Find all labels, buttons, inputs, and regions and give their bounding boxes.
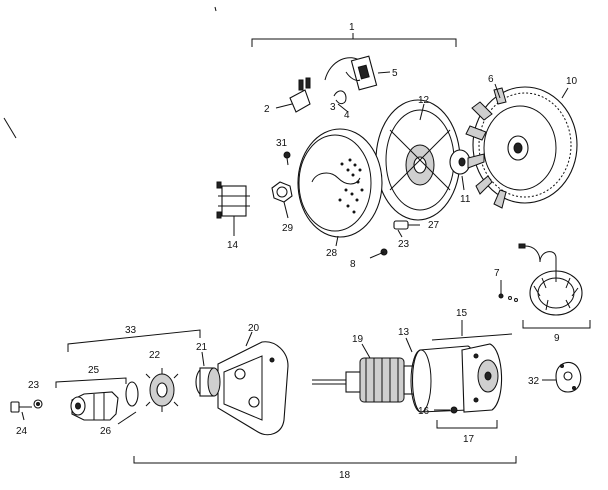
bracket-25	[55, 377, 127, 388]
callout-1: 1	[349, 22, 355, 33]
callout-28: 28	[326, 248, 338, 259]
callout-2: 2	[264, 104, 270, 115]
callout-25: 25	[88, 365, 100, 376]
callout-17: 17	[463, 434, 475, 445]
part-22-pinion-gear	[145, 368, 179, 412]
leader-19	[361, 343, 371, 359]
callout-20: 20	[248, 323, 260, 334]
part-27-fitting	[393, 220, 420, 230]
callout-3: 3	[330, 102, 336, 113]
callout-14: 14	[227, 240, 239, 251]
callout-8: 8	[350, 259, 356, 270]
bracket-17	[436, 420, 498, 429]
callout-4: 4	[344, 110, 350, 121]
part-23-lower-washer	[33, 399, 43, 409]
callout-24: 24	[16, 426, 28, 437]
part-12-housing	[375, 99, 461, 221]
callout-9: 9	[554, 333, 560, 344]
callout-15: 15	[456, 308, 468, 319]
callout-18: 18	[339, 470, 351, 481]
stray-mark	[214, 6, 217, 12]
callout-12: 12	[418, 95, 430, 106]
part-28-cover-plate	[297, 128, 383, 238]
callout-19: 19	[352, 334, 364, 345]
leader-10	[561, 87, 569, 99]
callout-32: 32	[528, 376, 540, 387]
part-25-clutch	[70, 391, 119, 421]
bracket-33	[67, 329, 201, 352]
bracket-18	[133, 456, 517, 464]
leader-5	[377, 71, 391, 74]
bracket-9	[522, 320, 591, 329]
part-7-screw	[498, 280, 518, 302]
callout-22: 22	[149, 350, 161, 361]
part-16-screw	[434, 406, 458, 414]
part-8-screw	[369, 248, 388, 259]
callout-13: 13	[398, 327, 410, 338]
callout-27: 27	[428, 220, 440, 231]
part-20-drive-housing	[217, 341, 289, 436]
part-5-brush-assembly	[324, 55, 378, 91]
part-15-through-bolt	[431, 333, 513, 341]
group-bracket-1	[251, 38, 457, 47]
leader-6	[494, 83, 501, 99]
callout-23-lower: 23	[28, 380, 40, 391]
callout-7: 7	[494, 268, 500, 279]
part-31-screw	[283, 151, 291, 166]
callout-31: 31	[276, 138, 288, 149]
part-11-collar	[449, 149, 471, 175]
callout-10: 10	[566, 76, 578, 87]
part-6-flywheel	[465, 86, 578, 209]
part-32-gasket	[555, 361, 582, 393]
leader-21	[201, 351, 205, 367]
callout-23-upper: 23	[398, 239, 410, 250]
part-21-spindle	[195, 367, 221, 397]
part-24-bolt	[10, 401, 32, 413]
leader-28	[335, 235, 339, 247]
callout-26: 26	[100, 426, 112, 437]
callout-5: 5	[392, 68, 398, 79]
callout-16: 16	[418, 406, 430, 417]
leader-20	[245, 331, 253, 347]
part-4-clip	[337, 103, 349, 113]
part-2-brush-holder	[289, 77, 311, 113]
leader-13	[405, 337, 413, 353]
leader-12	[419, 103, 425, 121]
part-washer	[125, 381, 139, 407]
callout-6: 6	[488, 74, 494, 85]
part-3-spring	[333, 90, 347, 105]
callout-11: 11	[460, 194, 471, 205]
leader-29	[283, 201, 289, 219]
part-9-stator	[518, 243, 583, 316]
callout-29: 29	[282, 223, 294, 234]
leader-24	[21, 411, 25, 421]
callout-33: 33	[125, 325, 137, 336]
part-26-pin	[117, 411, 137, 425]
part-14-terminal-block	[216, 181, 250, 219]
stray-mark	[3, 117, 17, 139]
callout-21: 21	[196, 342, 208, 353]
leader-11	[461, 175, 465, 191]
leader-23a	[397, 229, 403, 238]
part-29-nut	[271, 181, 293, 203]
leader-2	[275, 103, 293, 109]
part-17-end-cap	[461, 343, 503, 413]
